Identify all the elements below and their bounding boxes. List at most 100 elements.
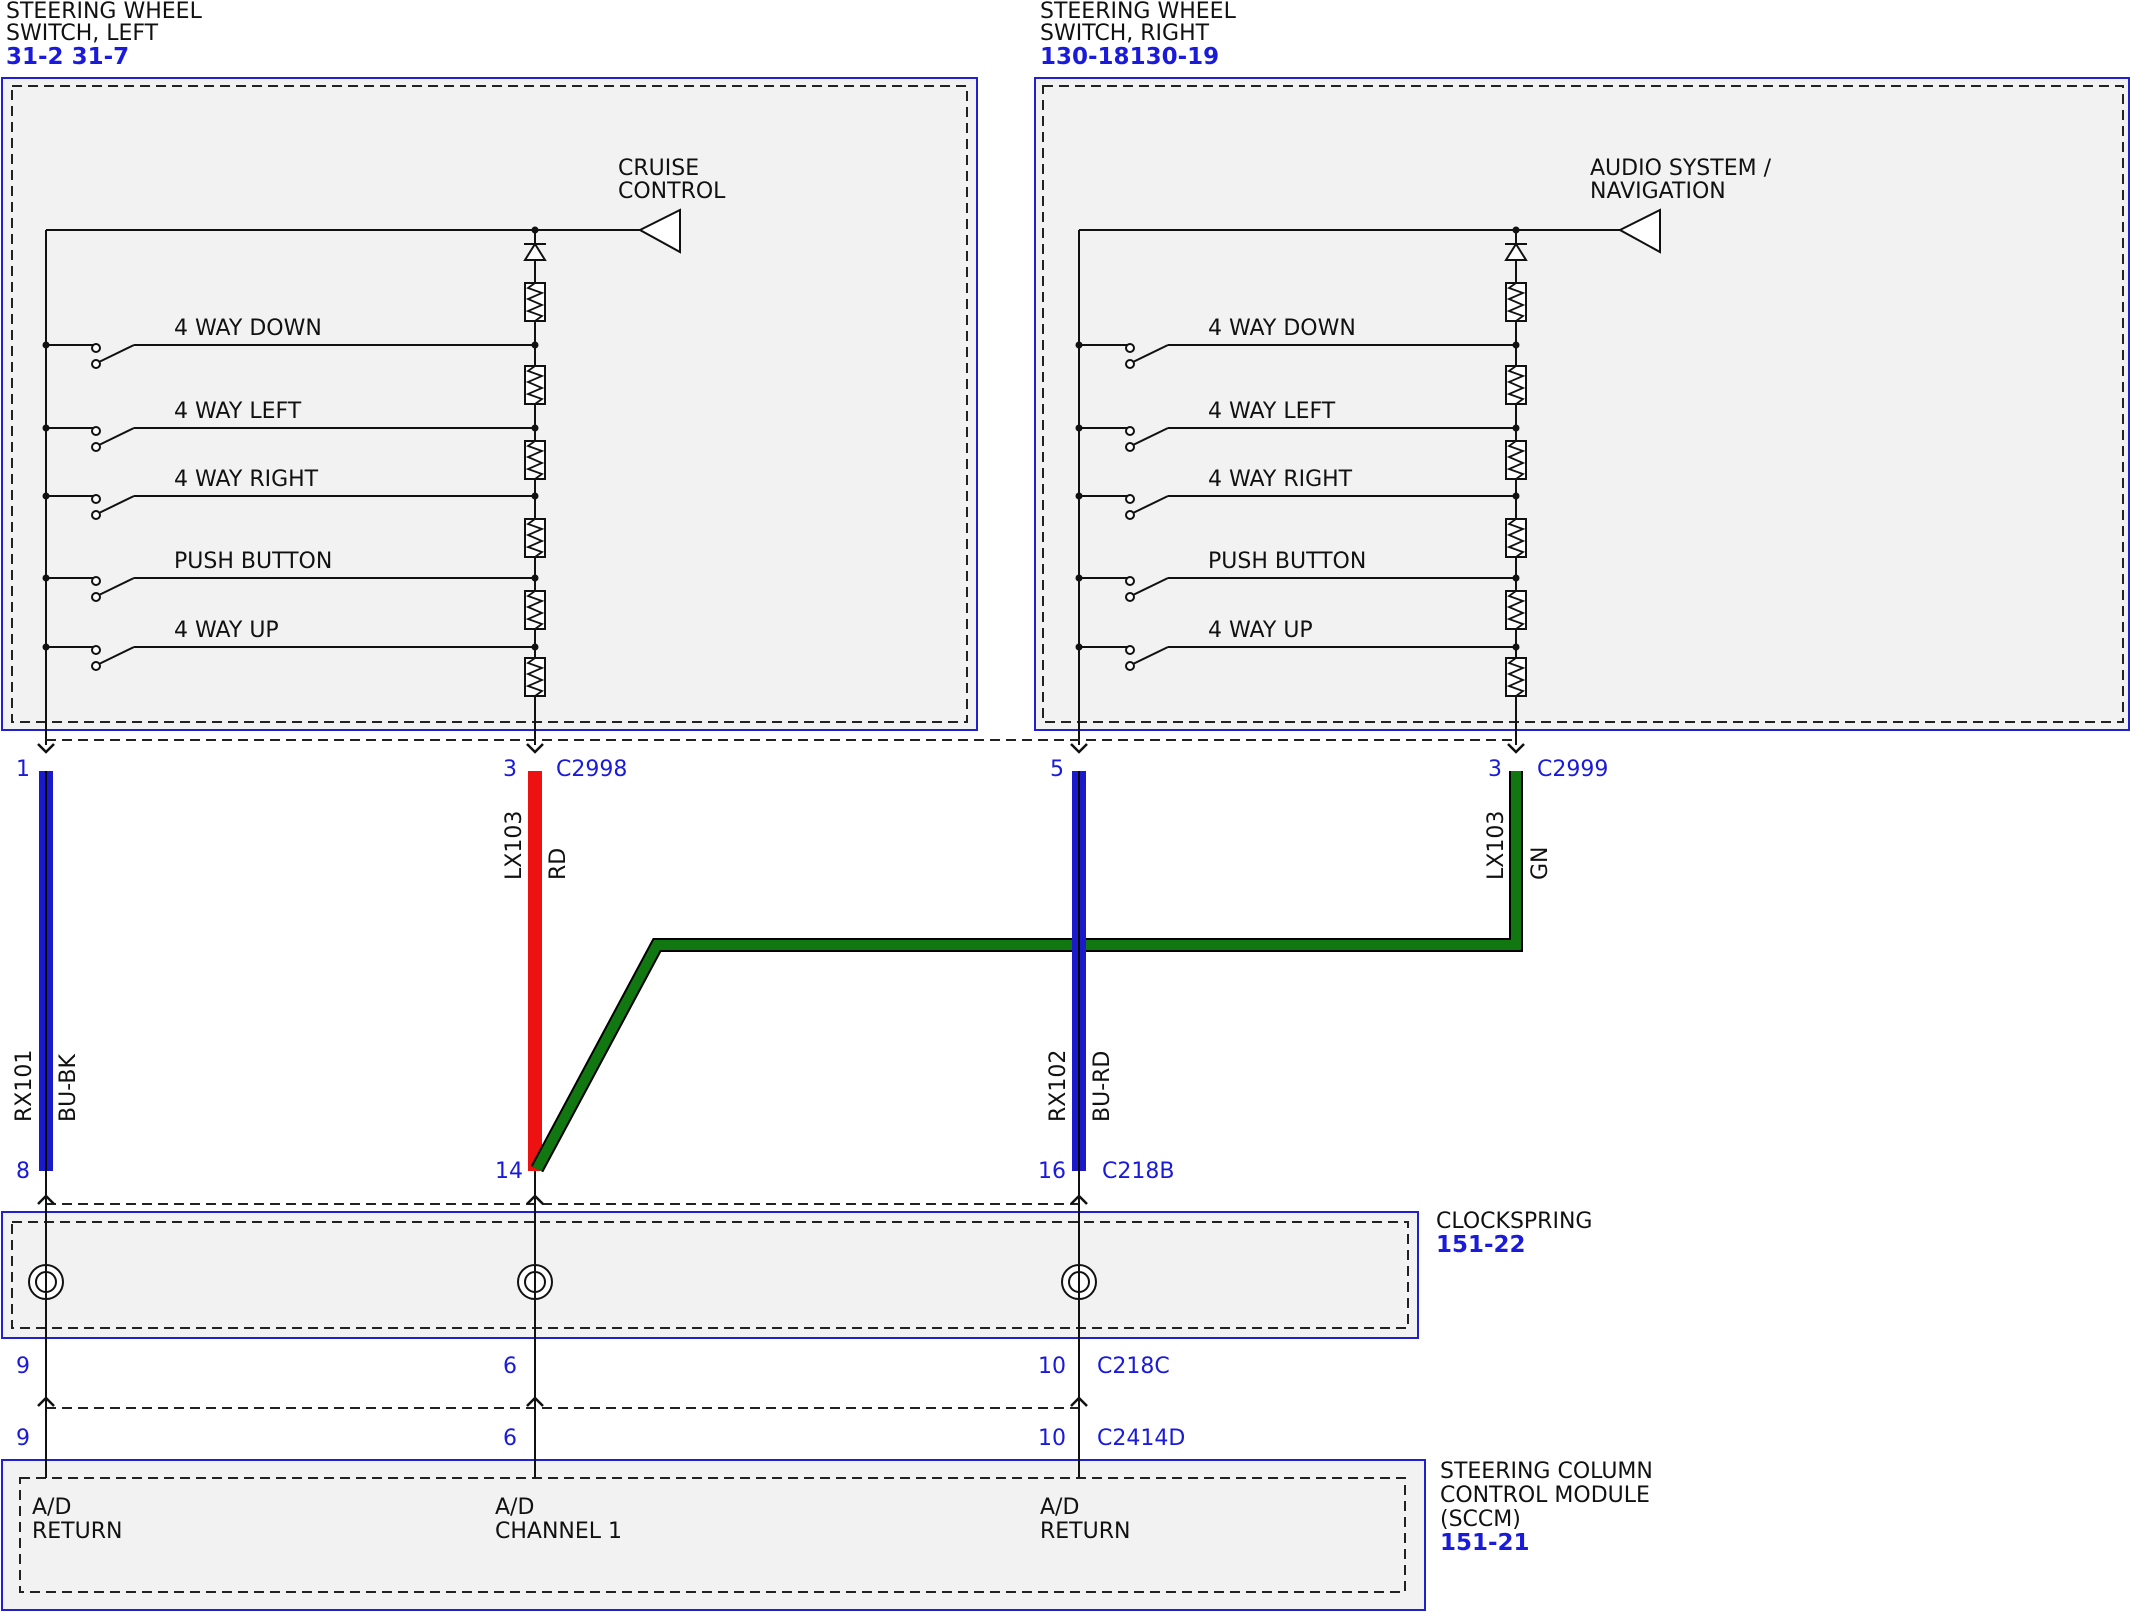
ad-return-right-line1: A/D (1040, 1495, 1079, 1520)
switch-contact (1125, 494, 1135, 504)
switch-blade (98, 344, 135, 363)
switch-label: 4 WAY LEFT (1208, 399, 1336, 424)
resistor-zigzag (525, 518, 545, 558)
wire-circuit-label: RX102 (1046, 1050, 1071, 1122)
switch-blade (1132, 577, 1169, 596)
junction-dot (1512, 643, 1520, 651)
switch-contact (1125, 426, 1135, 436)
module-title-line1: STEERING WHEEL (6, 0, 203, 24)
module-inner-dash (11, 85, 968, 723)
module-box (1034, 77, 2130, 731)
connector-label-c2998[interactable]: C2998 (556, 757, 627, 782)
connector-glyph (526, 1396, 544, 1407)
resistor-zigzag (1506, 365, 1526, 405)
wire-lx103-gn[interactable] (532, 771, 1521, 1172)
lower-conductors (37, 1171, 1088, 1478)
switch-contact (91, 442, 101, 452)
output-arrow-icon (637, 208, 681, 254)
connector-label-c218c[interactable]: C218C (1097, 1354, 1170, 1379)
switch-label: PUSH BUTTON (174, 549, 332, 574)
pin-number: 5 (1050, 757, 1064, 782)
audio-nav-label-line1: AUDIO SYSTEM / (1590, 156, 1772, 181)
connector-glyph (1070, 743, 1088, 754)
connector-glyph (526, 1194, 544, 1205)
junction-dot (1512, 492, 1520, 500)
pin-number: 16 (1038, 1159, 1066, 1184)
junction-dot (531, 424, 539, 432)
output-arrow-icon (1617, 208, 1661, 254)
sccm-module: STEERING COLUMN CONTROL MODULE (SCCM) 15… (1, 1459, 1653, 1611)
switch-blade (98, 646, 135, 665)
switch-contact (91, 510, 101, 520)
connector-label-c2999[interactable]: C2999 (1537, 757, 1608, 782)
module-box (1, 77, 978, 731)
switch-blade (1132, 427, 1169, 446)
switch-blade (1132, 344, 1169, 363)
switch-contact (91, 592, 101, 602)
connector-glyph (526, 743, 544, 754)
cruise-control-label-line2: CONTROL (618, 179, 726, 204)
junction-dot (531, 226, 539, 234)
switch-label: 4 WAY UP (1208, 618, 1313, 643)
connector-glyph (37, 1396, 55, 1407)
module-ref-link[interactable]: 151-22 (1436, 1232, 1526, 1258)
resistor-zigzag (1506, 657, 1526, 697)
switch-contact (1125, 592, 1135, 602)
switch-blade (98, 495, 135, 514)
switch-contact (1125, 359, 1135, 369)
switch-label: 4 WAY RIGHT (174, 467, 319, 492)
module-box (1, 1211, 1419, 1339)
junction-dot (1512, 341, 1520, 349)
wire-color-label: BU-BK (56, 1054, 81, 1122)
resistor-zigzag (525, 657, 545, 697)
connector-label-c2414d[interactable]: C2414D (1097, 1426, 1185, 1451)
diode-icon (1504, 242, 1528, 261)
steering-wheel-switch-right: STEERING WHEEL SWITCH, RIGHT 130-18130-1… (1034, 0, 2130, 754)
wire-circuit-label: RX101 (12, 1050, 37, 1122)
wires (39, 771, 1523, 1173)
pin-number: 10 (1038, 1426, 1066, 1451)
module-title-line1: STEERING WHEEL (1040, 0, 1237, 24)
steering-wheel-switch-left: STEERING WHEEL SWITCH, LEFT 31-2 31-7 CR… (1, 0, 978, 754)
switch-contact (1125, 576, 1135, 586)
cruise-control-label-line1: CRUISE (618, 156, 699, 181)
module-title: CLOCKSPRING (1436, 1209, 1592, 1234)
module-ref-link[interactable]: 31-2 31-7 (6, 44, 129, 70)
wire-color-label: GN (1528, 846, 1553, 880)
ad-channel1-line1: A/D (495, 1495, 534, 1520)
pin-number: 3 (503, 757, 517, 782)
module-ref-link[interactable]: 151-21 (1440, 1530, 1530, 1556)
connector-glyph (1070, 1396, 1088, 1407)
pin-number: 1 (16, 757, 30, 782)
switch-label: 4 WAY UP (174, 618, 279, 643)
connector-glyph (37, 1194, 55, 1205)
connector-glyph (1507, 743, 1525, 754)
ad-return-right-line2: RETURN (1040, 1519, 1130, 1544)
junction-dot (531, 574, 539, 582)
switch-contact (1125, 645, 1135, 655)
pin-number: 14 (495, 1159, 523, 1184)
module-ref-link[interactable]: 130-18130-19 (1040, 44, 1219, 70)
switch-ladder-left: 4 WAY DOWN 4 WAY LEFT 4 WAY RIGHT PUSH BUTT… (37, 208, 681, 754)
switch-contact (1125, 442, 1135, 452)
junction-dot (531, 341, 539, 349)
audio-nav-label-line2: NAVIGATION (1590, 179, 1726, 204)
module-inner-dash (11, 1221, 1409, 1329)
switch-label: PUSH BUTTON (1208, 549, 1366, 574)
wire-lx103-rd[interactable] (528, 771, 542, 1171)
pin-number: 6 (503, 1426, 517, 1451)
connector-glyph (1070, 1194, 1088, 1205)
switch-label: 4 WAY LEFT (174, 399, 302, 424)
connector-label-c218b[interactable]: C218B (1102, 1159, 1174, 1184)
switch-label: 4 WAY DOWN (174, 316, 322, 341)
switch-contact (91, 645, 101, 655)
switch-contact (1125, 661, 1135, 671)
resistor-zigzag (525, 282, 545, 322)
resistor-zigzag (1506, 440, 1526, 480)
switch-blade (98, 577, 135, 596)
pin-number: 9 (16, 1426, 30, 1451)
ad-return-left-line1: A/D (32, 1495, 71, 1520)
wire-color-label: RD (546, 848, 571, 880)
module-title-line3: (SCCM) (1440, 1507, 1521, 1532)
